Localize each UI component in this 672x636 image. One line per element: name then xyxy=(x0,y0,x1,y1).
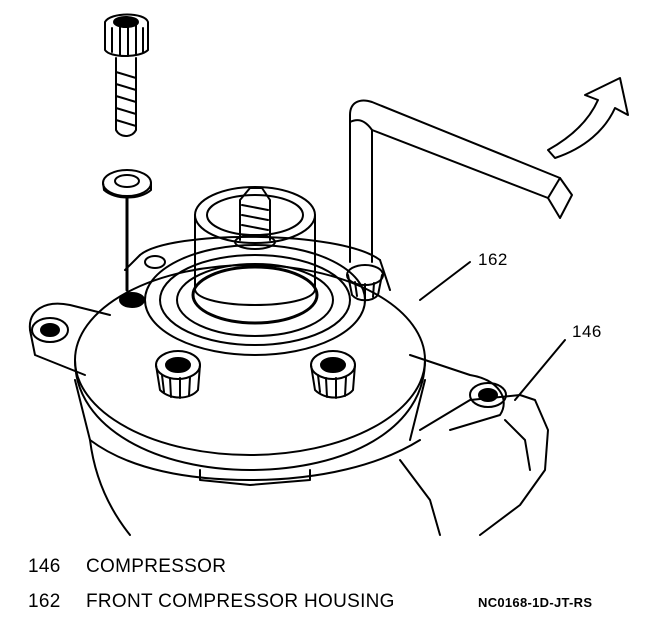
compressor-body xyxy=(89,394,549,536)
washer xyxy=(102,169,152,199)
callout-146: 146 xyxy=(572,322,602,341)
reference-code: NC0168-1D-JT-RS xyxy=(478,595,593,610)
center-hub xyxy=(194,186,316,306)
leader-146 xyxy=(514,339,566,401)
removed-bolt xyxy=(104,13,149,137)
leader-162 xyxy=(419,261,471,301)
compressor-housing-illustration xyxy=(28,13,629,536)
legend-text: COMPRESSOR xyxy=(86,556,227,577)
bolt-hole-left xyxy=(119,255,166,308)
hex-wrench xyxy=(349,99,573,263)
legend-number: 162 xyxy=(28,591,61,612)
legend-item-146: 146 COMPRESSOR xyxy=(28,556,226,578)
housing-bolt-left xyxy=(155,350,201,399)
rotation-arrow-icon xyxy=(547,77,629,159)
legend-item-162: 162 FRONT COMPRESSOR HOUSING xyxy=(28,591,395,613)
housing-bolt-right xyxy=(310,350,356,399)
legend-text: FRONT COMPRESSOR HOUSING xyxy=(86,591,395,612)
housing-bolt-rear xyxy=(346,264,384,302)
legend-number: 146 xyxy=(28,556,61,577)
front-compressor-housing xyxy=(28,235,507,486)
callout-162: 162 xyxy=(478,250,508,269)
